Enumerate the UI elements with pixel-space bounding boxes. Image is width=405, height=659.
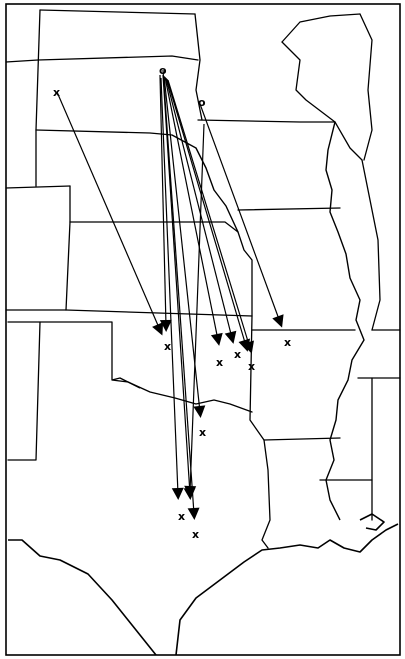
border-ok-tx (7, 321, 253, 413)
arrowhead-12 (184, 485, 197, 498)
border-co-ks (65, 221, 71, 311)
border-ks-ok (65, 309, 253, 317)
arrowhead-3 (171, 487, 184, 500)
origin-markers: x o o (53, 64, 206, 109)
movement-line-12 (189, 123, 205, 493)
border-ne-ks (69, 221, 239, 233)
movement-line-1 (56, 91, 161, 331)
recovery-x-marker-11: x (284, 336, 291, 349)
border-wi-il (334, 121, 363, 161)
recovery-x-marker-7: x (234, 348, 241, 361)
border-tx-la (261, 439, 271, 549)
recovery-x-marker-3: x (178, 510, 185, 523)
movement-line-10 (162, 69, 195, 515)
recovery-x-marker-5: x (199, 426, 206, 439)
movement-line-3 (160, 77, 179, 495)
border-nd-sd (37, 55, 199, 61)
border-mn-wi (281, 41, 336, 123)
gulf-coastline (8, 513, 399, 656)
border-canada (39, 9, 196, 15)
border-ar-la (263, 437, 341, 441)
coast-gulf (175, 523, 399, 656)
movement-tracks (56, 69, 284, 520)
recovery-x-marker-1: x (164, 340, 171, 353)
movement-line-7 (165, 77, 233, 339)
border-nm-tx (7, 321, 41, 461)
origin-x-marker-west: x (53, 86, 60, 99)
coast-rio-grande (8, 539, 157, 656)
movement-line-9 (167, 79, 251, 349)
state-borders (5, 9, 401, 549)
origin-o-marker-2: o (198, 96, 206, 109)
arrowhead-11 (272, 314, 284, 328)
arrowhead-5 (193, 405, 206, 418)
border-ia-mo (237, 207, 341, 211)
arrowhead-1 (152, 322, 164, 336)
arrowhead-2 (159, 319, 172, 332)
coast-delta (359, 513, 385, 531)
shore-lake-michigan (359, 13, 373, 161)
arrowhead-7 (224, 330, 237, 344)
movement-line-2 (159, 74, 167, 327)
border-il-in (361, 159, 381, 331)
border-mt-wy (5, 59, 39, 63)
border-ok-ar (249, 315, 265, 441)
arrowhead-9 (242, 340, 254, 354)
arrowhead-10 (187, 507, 200, 520)
border-mn-west (194, 13, 203, 121)
river-mississippi (325, 121, 365, 521)
recovery-x-marker-8: x (248, 360, 255, 373)
recovery-x-marker-6: x (216, 356, 223, 369)
border-ks-mo (237, 231, 253, 317)
border-mn-ia (197, 119, 336, 123)
movement-line-8 (166, 78, 247, 347)
movement-line-6 (164, 76, 219, 341)
river-red (111, 377, 141, 389)
border-wy-co (5, 185, 71, 189)
movement-line-4 (162, 74, 191, 495)
arrowhead-6 (210, 332, 223, 346)
movement-line-11 (199, 103, 281, 323)
shore-lake-superior (281, 13, 361, 43)
movement-line-5 (163, 75, 201, 413)
origin-o-marker-1: o (159, 64, 167, 77)
recovery-x-marker-4: x (192, 528, 199, 541)
border-dakotas-west (35, 9, 41, 131)
